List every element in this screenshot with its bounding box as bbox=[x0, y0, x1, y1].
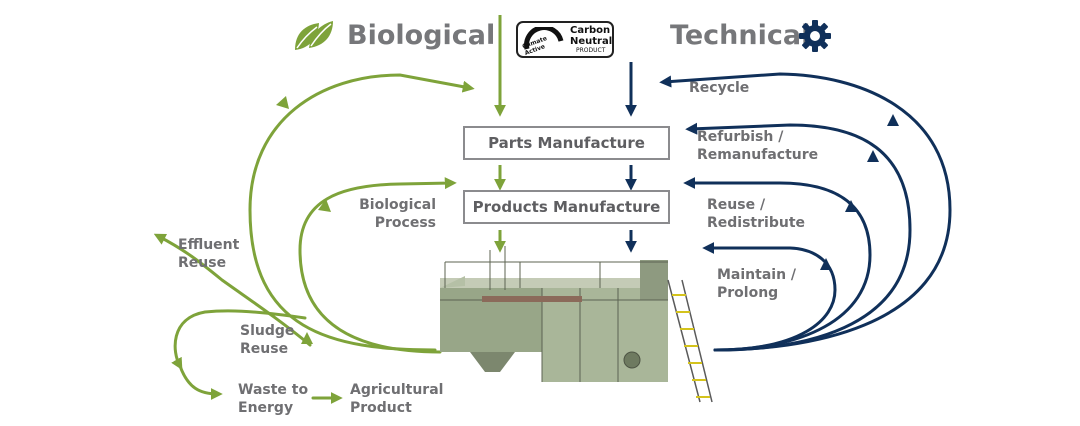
technical-loop-chevrons bbox=[820, 114, 899, 270]
climate-active-logo-icon bbox=[524, 27, 564, 50]
label-recycle: Recycle bbox=[689, 80, 750, 96]
label-effluent-reuse: Effluent Reuse bbox=[178, 237, 240, 271]
loop-refurbish bbox=[685, 122, 912, 352]
leaf-icon bbox=[295, 21, 333, 50]
technical-loops bbox=[659, 72, 952, 352]
loop-waste bbox=[178, 364, 223, 400]
biological-loops bbox=[153, 73, 475, 404]
label-sludge-reuse: Sludge Reuse bbox=[240, 323, 295, 357]
loop-effluent bbox=[153, 233, 312, 347]
treatment-plant-illustration bbox=[440, 246, 713, 403]
label-maintain: Maintain / Prolong bbox=[717, 267, 797, 301]
parts-manufacture-box: Parts Manufacture bbox=[463, 126, 670, 160]
loop-sludge bbox=[171, 309, 307, 371]
label-waste-to-energy: Waste to Energy bbox=[238, 382, 309, 416]
loop-biological-process bbox=[298, 177, 457, 354]
loop-maintain bbox=[702, 242, 837, 352]
label-reuse: Reuse / Redistribute bbox=[707, 197, 805, 231]
badge-title: Carbon Neutral bbox=[570, 25, 613, 47]
label-agricultural-product: Agricultural Product bbox=[350, 382, 444, 416]
biological-header: Biological bbox=[347, 20, 496, 51]
label-refurbish: Refurbish / Remanufacture bbox=[697, 129, 819, 163]
loop-to-top bbox=[248, 73, 475, 352]
gear-icon bbox=[799, 20, 831, 52]
carbon-neutral-badge: Climate Active Carbon Neutral PRODUCT bbox=[516, 21, 614, 58]
technical-header: Technical bbox=[670, 20, 811, 51]
products-manufacture-box: Products Manufacture bbox=[463, 190, 670, 224]
biological-loop-chevrons bbox=[276, 96, 331, 344]
label-biological-process: Biological Process bbox=[359, 197, 436, 231]
badge-subtitle: PRODUCT bbox=[576, 47, 606, 54]
